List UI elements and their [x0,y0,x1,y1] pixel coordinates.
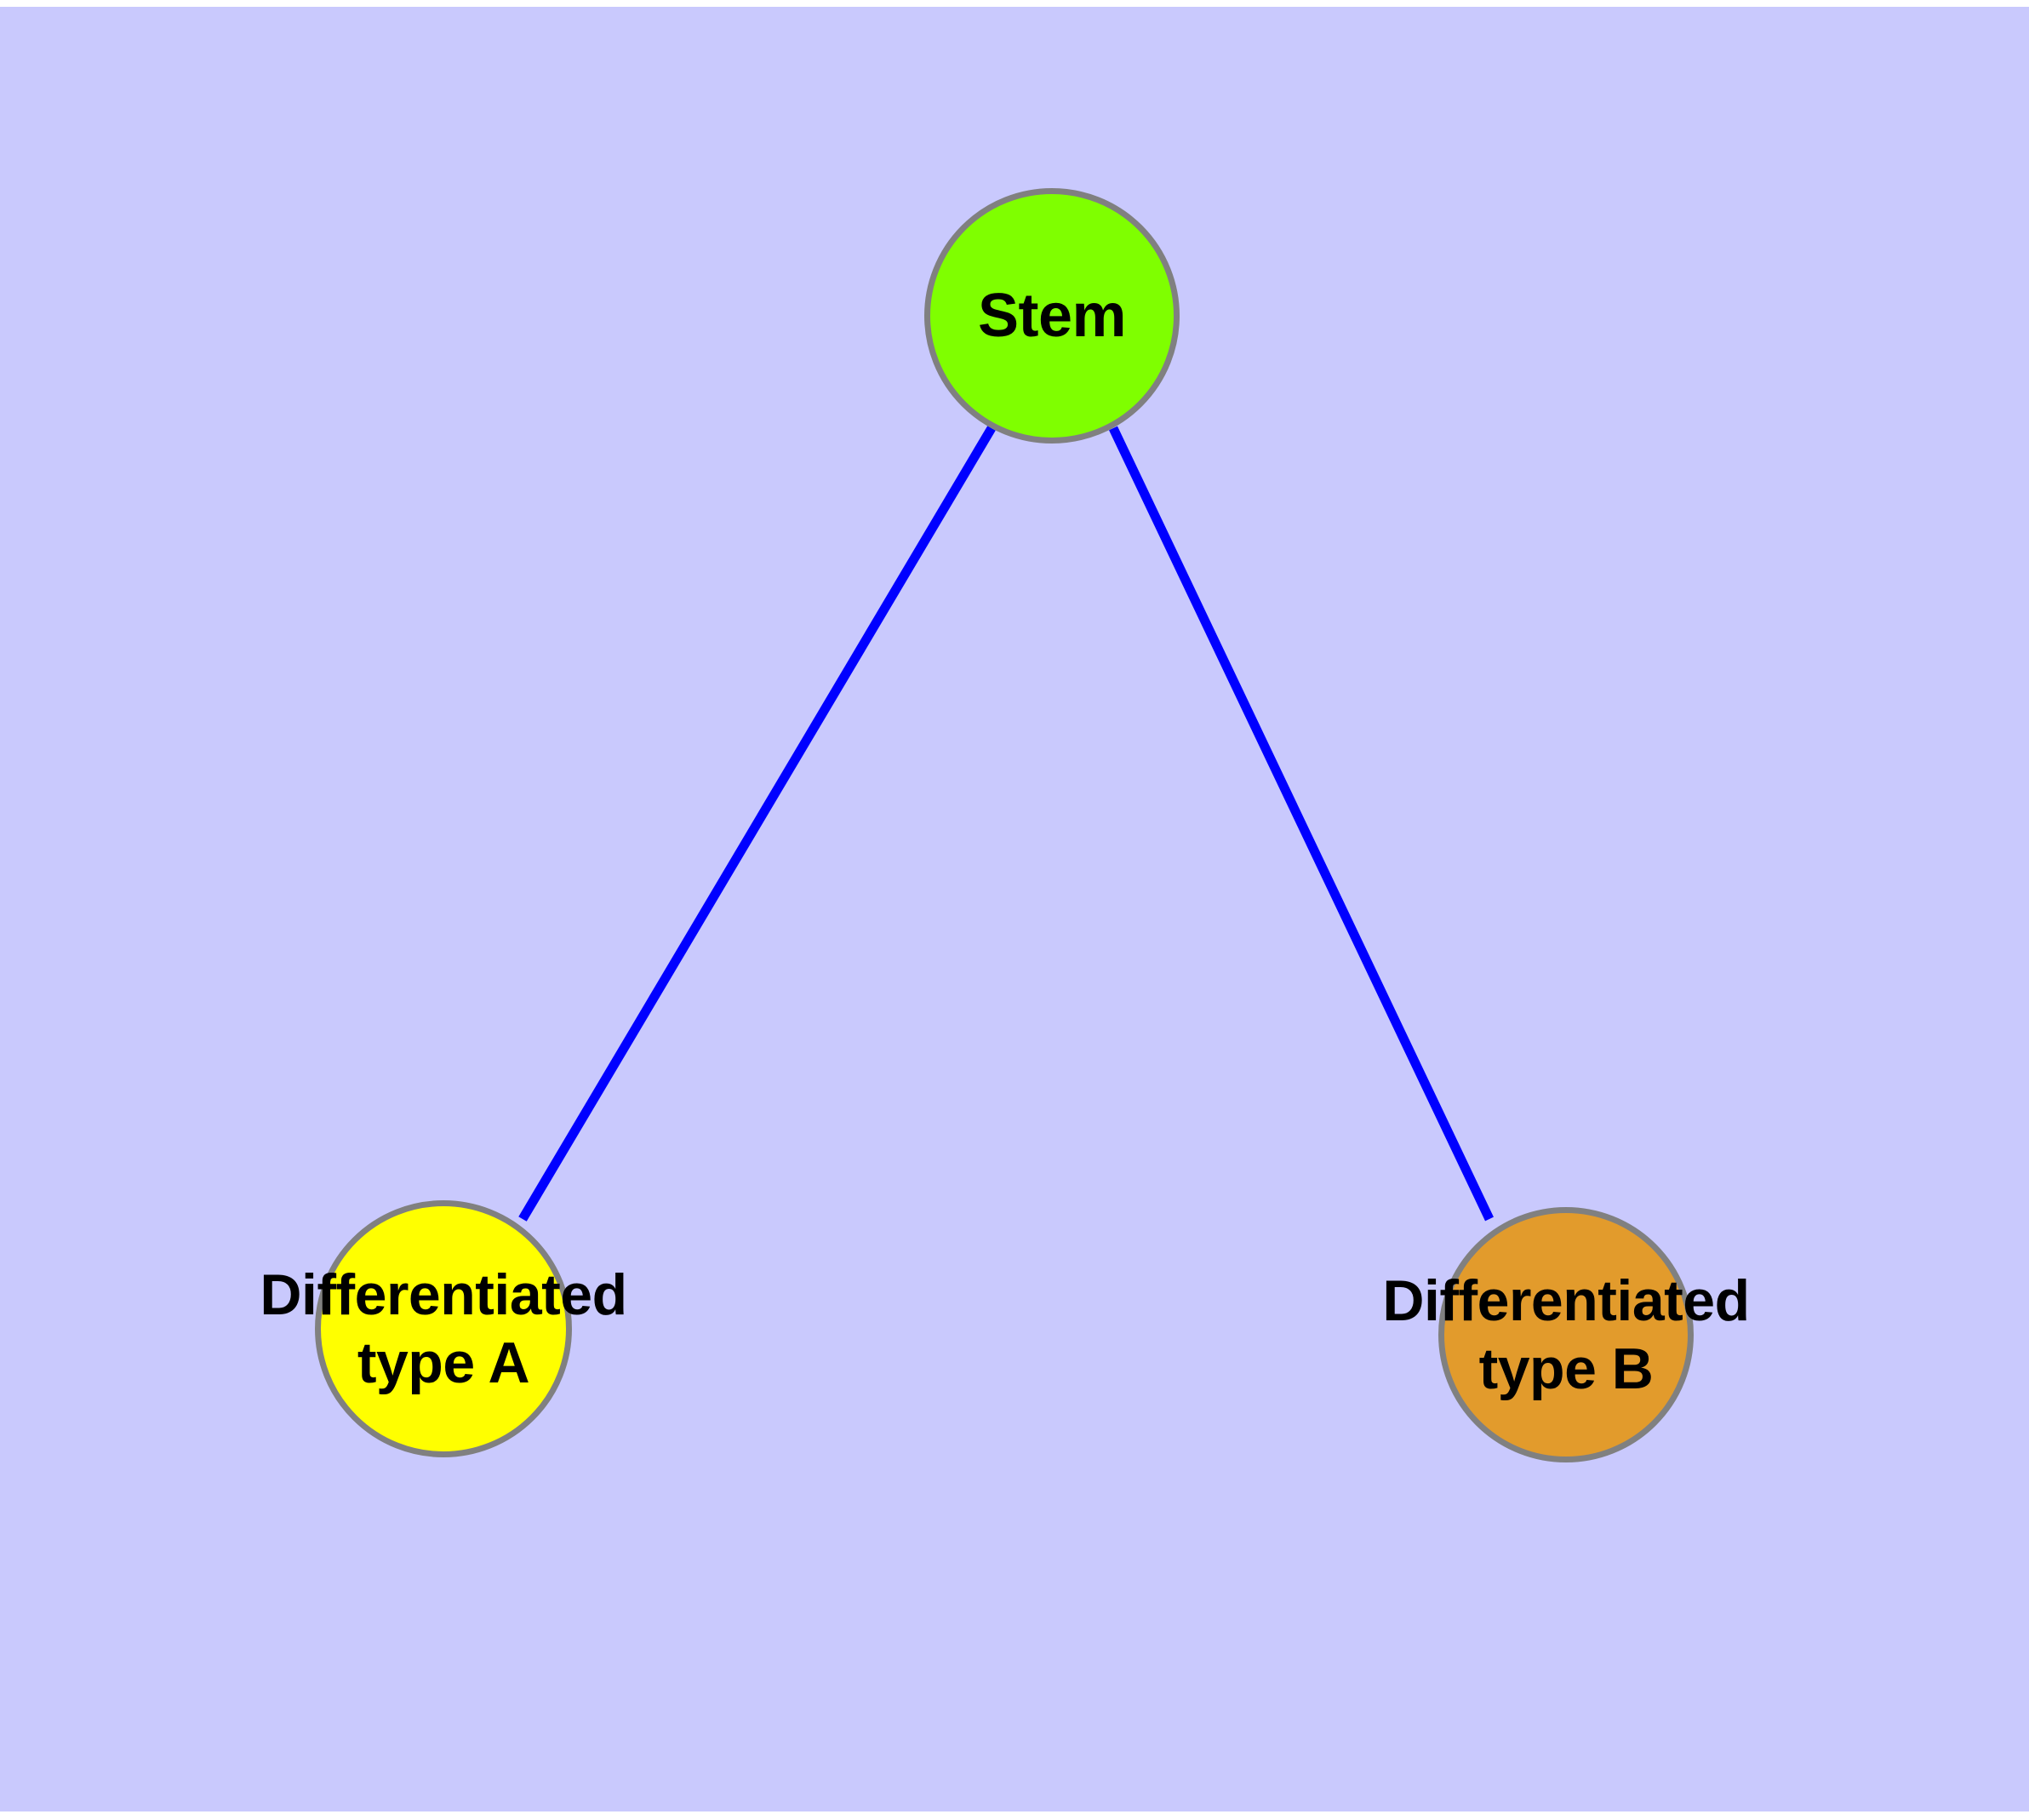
node-differentiated-type-b[interactable] [1438,1207,1694,1462]
node-stem[interactable] [924,188,1180,444]
edge-stem-diff-a [518,426,996,1222]
node-differentiated-type-a[interactable] [315,1200,572,1457]
edge-stem-diff-b [1109,426,1494,1222]
